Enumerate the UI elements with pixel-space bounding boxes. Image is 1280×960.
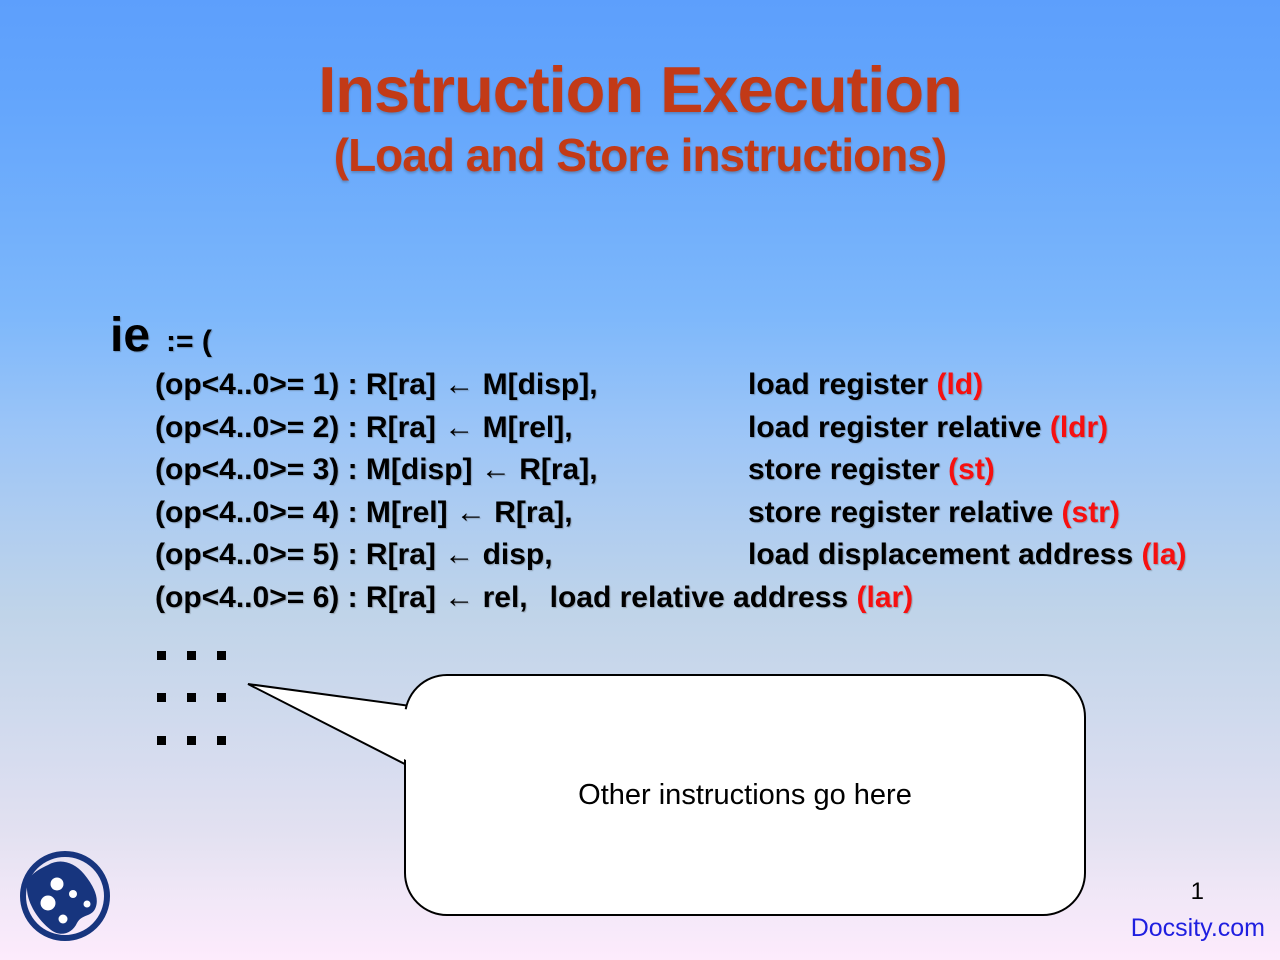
instruction-abbr: (ld) bbox=[936, 368, 984, 401]
callout-bubble bbox=[247, 674, 1086, 916]
ellipsis-dot bbox=[217, 693, 226, 702]
ellipsis-row bbox=[157, 623, 247, 666]
instruction-abbr: (lar) bbox=[856, 580, 914, 614]
instruction-row: (op<4..0>= 5) : R[ra] ← disp, load displ… bbox=[155, 538, 1275, 581]
instruction-row: (op<4..0>= 1) : R[ra] ← M[disp], load re… bbox=[155, 368, 1275, 411]
ellipsis-dot bbox=[157, 735, 166, 745]
ellipsis-dot bbox=[157, 650, 166, 660]
ellipsis-dot bbox=[157, 693, 166, 702]
instruction-code: (op<4..0>= 1) : R[ra] ← M[disp], bbox=[155, 368, 598, 401]
watermark-link[interactable]: Docsity.com bbox=[1130, 914, 1265, 942]
instruction-row: (op<4..0>= 4) : M[rel] ← R[ra], store re… bbox=[155, 496, 1275, 539]
instruction-row: (op<4..0>= 2) : R[ra] ← M[rel], load reg… bbox=[155, 411, 1275, 454]
instruction-desc: store register relative(str) bbox=[748, 496, 1120, 530]
instruction-abbr: (la) bbox=[1141, 538, 1187, 571]
instruction-desc-text: store register relative bbox=[748, 495, 1054, 529]
instruction-abbr: (st) bbox=[948, 453, 995, 486]
ellipsis-dot bbox=[187, 650, 196, 660]
instruction-code: (op<4..0>= 6) : R[ra] ← rel, bbox=[155, 580, 528, 614]
instruction-row: (op<4..0>= 6) : R[ra] ← rel, load relati… bbox=[155, 581, 1275, 624]
instruction-desc-text: load displacement address bbox=[748, 538, 1134, 571]
ie-name: ie bbox=[110, 309, 151, 362]
instruction-desc: load register(ld) bbox=[748, 368, 983, 402]
instruction-abbr: (str) bbox=[1061, 495, 1120, 529]
instruction-desc-text: load register relative bbox=[748, 410, 1042, 444]
instruction-code: (op<4..0>= 5) : R[ra] ← disp, bbox=[155, 538, 553, 571]
callout-label: Other instructions go here bbox=[578, 778, 912, 811]
instruction-desc-text: load relative address bbox=[549, 580, 849, 614]
instruction-code: (op<4..0>= 2) : R[ra] ← M[rel], bbox=[155, 410, 573, 444]
ie-assign-operator: := ( bbox=[166, 325, 212, 358]
instruction-code: (op<4..0>= 3) : M[disp] ← R[ra], bbox=[155, 453, 598, 486]
ellipsis-dot bbox=[187, 693, 196, 702]
title-block: Instruction Execution (Load and Store in… bbox=[0, 53, 1280, 182]
ellipsis-dot bbox=[217, 735, 226, 745]
ellipsis-dot bbox=[217, 650, 226, 660]
ellipsis-row bbox=[157, 666, 247, 709]
instruction-desc-text: load register bbox=[748, 368, 929, 401]
instruction-row: (op<4..0>= 3) : M[disp] ← R[ra], store r… bbox=[155, 453, 1275, 496]
instruction-abbr: (ldr) bbox=[1049, 410, 1109, 444]
slide-title: Instruction Execution bbox=[318, 53, 963, 126]
ellipsis-dot bbox=[187, 735, 196, 745]
instruction-desc: load register relative(ldr) bbox=[748, 411, 1108, 445]
instruction-desc-text: store register bbox=[748, 453, 940, 486]
instruction-desc: store register(st) bbox=[748, 453, 995, 487]
instruction-code: (op<4..0>= 4) : M[rel] ← R[ra], bbox=[155, 495, 573, 529]
instruction-desc: load displacement address(la) bbox=[748, 538, 1187, 572]
ellipsis-row bbox=[157, 708, 247, 751]
ie-declaration: ie := ( bbox=[110, 308, 212, 363]
instruction-desc: load relative address(lar) bbox=[550, 581, 914, 615]
ellipsis-block bbox=[157, 623, 247, 751]
slide-subtitle: (Load and Store instructions) bbox=[333, 129, 947, 182]
instruction-list: (op<4..0>= 1) : R[ra] ← M[disp], load re… bbox=[155, 368, 1275, 623]
page-number: 1 bbox=[1190, 878, 1204, 905]
docsity-logo-icon bbox=[20, 851, 110, 941]
